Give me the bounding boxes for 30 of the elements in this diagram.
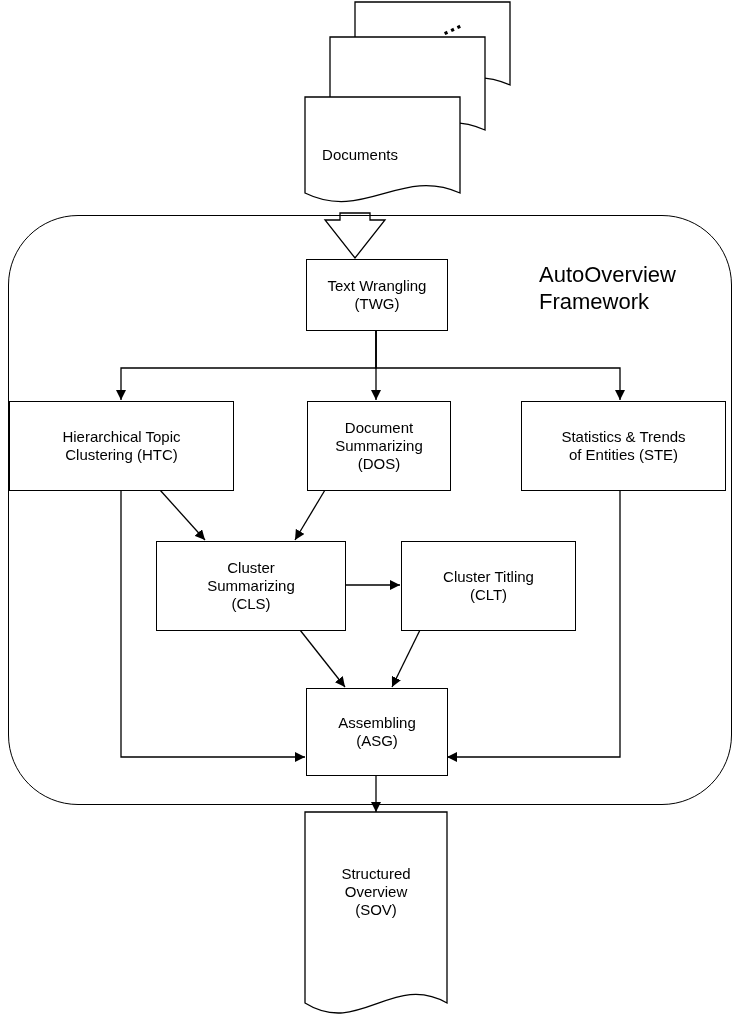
hollow-arrow [323, 212, 387, 260]
arrow [371, 774, 381, 813]
process-box [306, 688, 448, 776]
framework-container [8, 215, 732, 805]
ellipsis-text: ... [435, 8, 466, 42]
node-label: Cluster Titling (CLT) [442, 568, 535, 604]
arrow [391, 629, 421, 688]
node-label: Documents [321, 146, 399, 164]
process-box [521, 401, 726, 491]
arrow [344, 580, 401, 590]
arrow [294, 489, 326, 541]
node-label: Text Wrangling (TWG) [326, 277, 428, 313]
node-label: Statistics & Trends of Entities (STE) [560, 428, 687, 464]
node-label: Cluster Summarizing (CLS) [206, 559, 296, 613]
node-label: Assembling (ASG) [337, 714, 417, 750]
arrow [159, 489, 206, 541]
process-box [9, 401, 234, 491]
arrow [446, 489, 621, 762]
process-box [306, 259, 448, 331]
node-label: Document Summarizing (DOS) [334, 419, 424, 473]
document-shape [305, 812, 447, 1017]
arrow [375, 329, 625, 401]
arrow [120, 489, 306, 762]
arrow [299, 629, 346, 688]
process-box [401, 541, 576, 631]
node-label: Structured Overview (SOV) [340, 865, 412, 919]
process-box [156, 541, 346, 631]
process-box [307, 401, 451, 491]
node-label: Hierarchical Topic Clustering (HTC) [61, 428, 182, 464]
framework-title: AutoOverview Framework [539, 261, 677, 315]
